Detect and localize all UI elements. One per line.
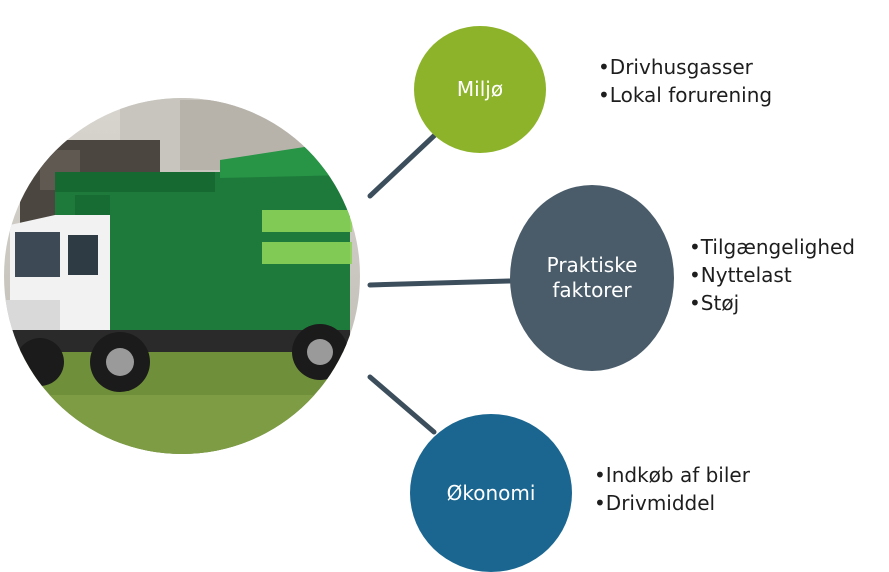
- node-economy: Økonomi: [410, 414, 572, 572]
- garbage-truck-photo: [4, 98, 360, 454]
- bullet-item: •Støj: [689, 291, 740, 315]
- bullet-item: •Tilgængelighed: [689, 235, 856, 259]
- bullet-item: •Lokal forurening: [598, 83, 773, 107]
- bullet-item: •Drivhusgasser: [598, 55, 753, 79]
- practical-bullets: •Tilgængelighed •Nyttelast •Støj: [689, 233, 855, 317]
- connector-economy: [367, 374, 437, 435]
- environment-bullets: •Drivhusgasser •Lokal forurening: [598, 53, 772, 109]
- connector-environment: [367, 130, 440, 199]
- economy-bullets: •Indkøb af biler •Drivmiddel: [594, 461, 750, 517]
- bullet-item: •Indkøb af biler: [594, 463, 750, 487]
- connector-practical: [367, 278, 513, 288]
- node-practical-factors: Praktiske faktorer: [510, 185, 674, 371]
- node-environment: Miljø: [414, 26, 546, 153]
- bullet-item: •Nyttelast: [689, 263, 792, 287]
- bullet-item: •Drivmiddel: [594, 491, 716, 515]
